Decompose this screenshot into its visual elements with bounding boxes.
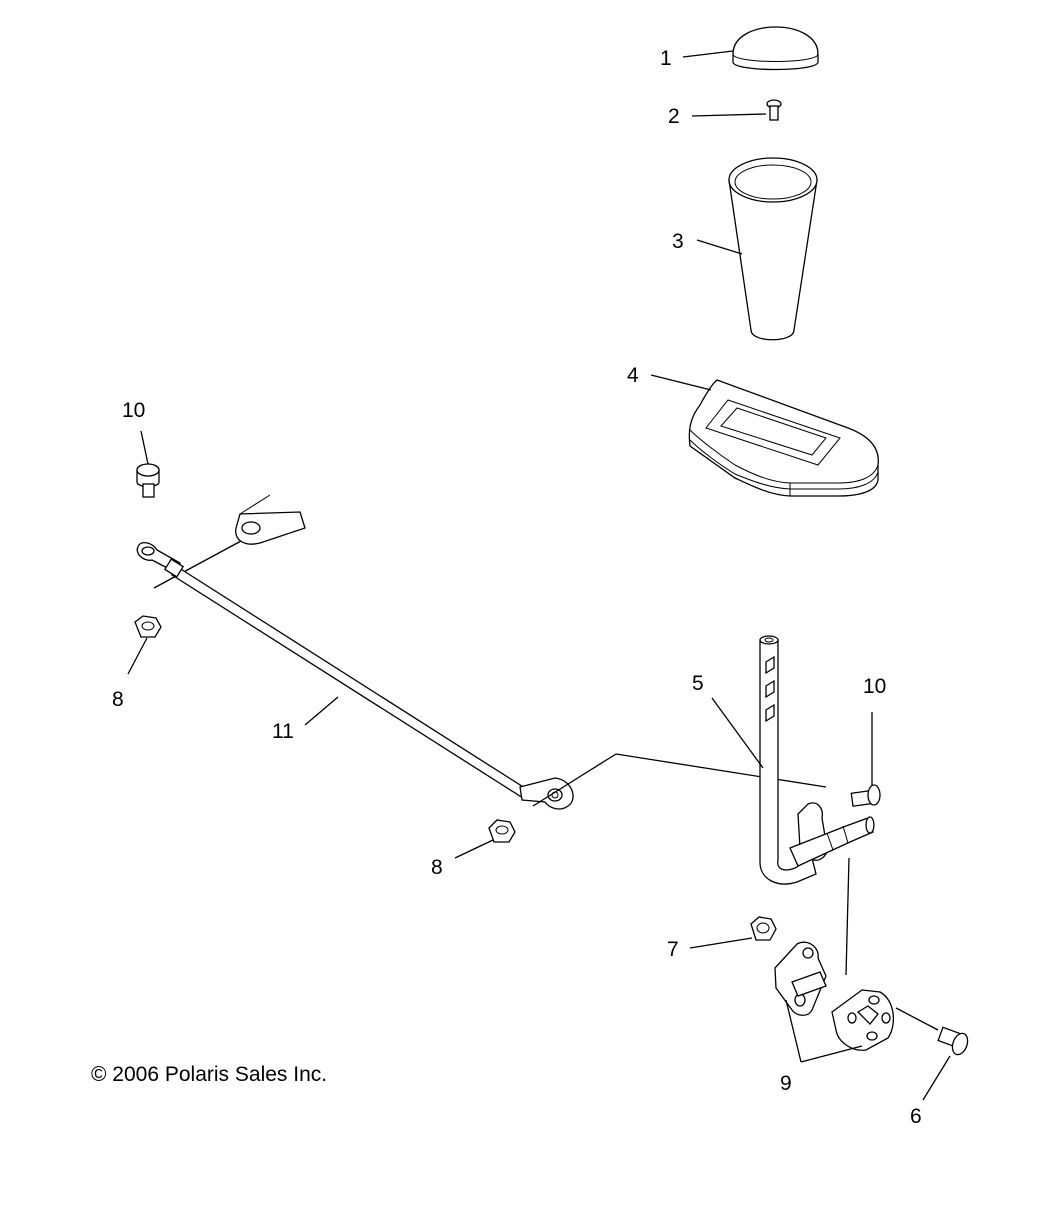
frame-bracket — [235, 494, 306, 545]
callout-6: 6 — [910, 1105, 922, 1128]
callout-9: 9 — [780, 1072, 792, 1095]
part-2-screw — [766, 99, 782, 121]
part-3-shift-handle — [728, 157, 818, 341]
callout-4: 4 — [627, 364, 639, 387]
leader-2 — [691, 113, 767, 117]
alignment-line-clamp-to-bolt — [895, 1007, 939, 1031]
callout-2: 2 — [668, 105, 680, 128]
callout-8-left: 8 — [112, 688, 124, 711]
alignment-line-rod-end — [532, 753, 617, 807]
alignment-line-lever-to-clamp — [845, 857, 850, 976]
leader-8-left — [127, 637, 148, 675]
leader-3 — [696, 239, 743, 255]
callout-11: 11 — [272, 720, 294, 743]
leader-7 — [689, 937, 753, 949]
leader-9-right — [800, 1045, 863, 1063]
alignment-line-to-lever — [615, 753, 827, 788]
leader-5 — [711, 697, 764, 769]
part-7-nut — [750, 916, 777, 941]
alignment-line-left — [153, 540, 242, 589]
callout-5: 5 — [692, 672, 704, 695]
part-10-bolt-left — [136, 463, 160, 498]
callout-7: 7 — [667, 938, 679, 961]
leader-6 — [922, 1055, 951, 1101]
callout-1: 1 — [660, 47, 672, 70]
copyright-notice: © 2006 Polaris Sales Inc. — [91, 1063, 327, 1086]
part-9-clamp — [774, 941, 895, 1051]
leader-8-center — [454, 839, 494, 859]
part-1-knob-cap — [732, 26, 819, 71]
part-6-bolt — [937, 1026, 969, 1056]
callout-10-right: 10 — [863, 675, 886, 698]
part-10-bolt-right — [850, 784, 881, 807]
leader-10-left — [140, 430, 149, 465]
part-11-shift-rod — [136, 542, 574, 810]
part-4-shift-boot — [688, 379, 879, 497]
callout-3: 3 — [672, 230, 684, 253]
leader-11 — [304, 696, 339, 726]
callout-8-center: 8 — [431, 856, 443, 879]
part-8-nut-center — [488, 819, 516, 843]
part-5-shift-lever — [759, 635, 875, 885]
leader-9-left — [785, 999, 802, 1063]
part-8-nut-left — [134, 615, 162, 638]
leader-4 — [650, 374, 712, 391]
callout-10-left: 10 — [122, 399, 145, 422]
leader-1 — [682, 50, 734, 58]
